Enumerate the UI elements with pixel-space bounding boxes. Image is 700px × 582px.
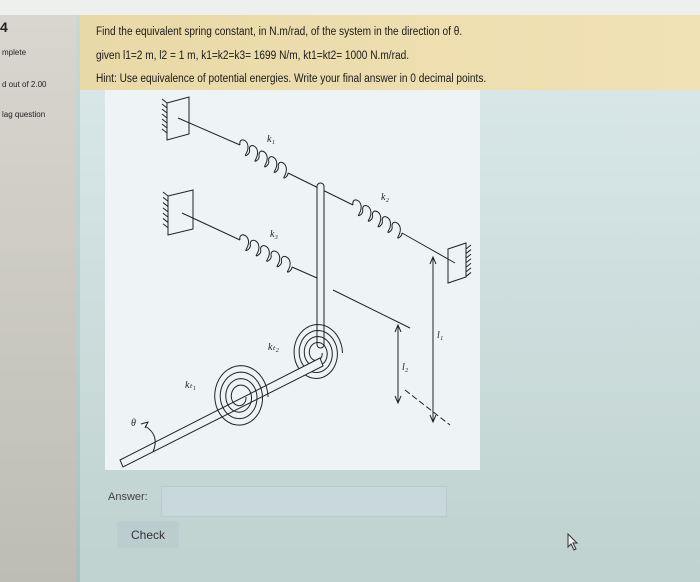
answer-label: Answer: bbox=[108, 491, 148, 503]
wall-hatching bbox=[161, 98, 168, 134]
rotation-arrow-icon bbox=[140, 421, 156, 453]
spring-k2 bbox=[352, 199, 403, 239]
spring-k1 bbox=[239, 139, 289, 179]
fixed-wall bbox=[447, 242, 467, 284]
mouse-pointer-icon bbox=[567, 533, 579, 551]
cable-k2-right bbox=[401, 232, 456, 264]
question-status: mplete bbox=[2, 48, 27, 57]
question-hint: Hint: Use equivalence of potential energ… bbox=[96, 73, 487, 85]
label-theta: θ bbox=[131, 418, 136, 429]
question-line-2: given l1=2 m, l2 = 1 m, k1=k2=k3= 1699 N… bbox=[96, 50, 410, 62]
question-info-sidebar: 4 mplete d out of 2.00 lag question bbox=[0, 15, 76, 582]
reference-line bbox=[332, 289, 411, 329]
shaft bbox=[119, 357, 324, 468]
spring-k3 bbox=[239, 234, 293, 273]
cable-k1-left bbox=[177, 117, 241, 146]
flag-question-link[interactable]: lag question bbox=[2, 110, 46, 119]
dimension-arrows bbox=[394, 255, 437, 424]
label-k3: k₃ bbox=[270, 229, 278, 240]
label-l2: l₂ bbox=[402, 362, 409, 373]
top-strip bbox=[0, 0, 700, 15]
cable-k3-left bbox=[181, 212, 241, 241]
torsion-spring-kt1 bbox=[214, 365, 269, 426]
dashed-line bbox=[404, 389, 451, 426]
spring-system-diagram: k₁ k₂ k₃ kₜ₂ kₜ₁ θ l₁ l₂ bbox=[105, 90, 480, 470]
cable-k3-right bbox=[291, 266, 318, 279]
check-button[interactable]: Check bbox=[117, 521, 179, 548]
label-k1: k₁ bbox=[267, 134, 275, 145]
label-kt2: kₜ₂ bbox=[268, 342, 279, 353]
question-line-1: Find the equivalent spring constant, in … bbox=[96, 26, 463, 38]
wall-hatching bbox=[465, 244, 472, 277]
fixed-wall bbox=[167, 189, 194, 236]
wall-hatching bbox=[162, 191, 169, 229]
answer-input[interactable] bbox=[161, 486, 447, 517]
vertical-rod bbox=[316, 182, 325, 349]
label-kt1: kₜ₁ bbox=[185, 380, 196, 391]
question-number: 4 bbox=[0, 19, 8, 35]
label-k2: k₂ bbox=[381, 192, 389, 203]
question-mark: d out of 2.00 bbox=[2, 80, 47, 89]
torsion-spring-kt2 bbox=[293, 323, 343, 380]
label-l1: l₁ bbox=[437, 330, 443, 341]
